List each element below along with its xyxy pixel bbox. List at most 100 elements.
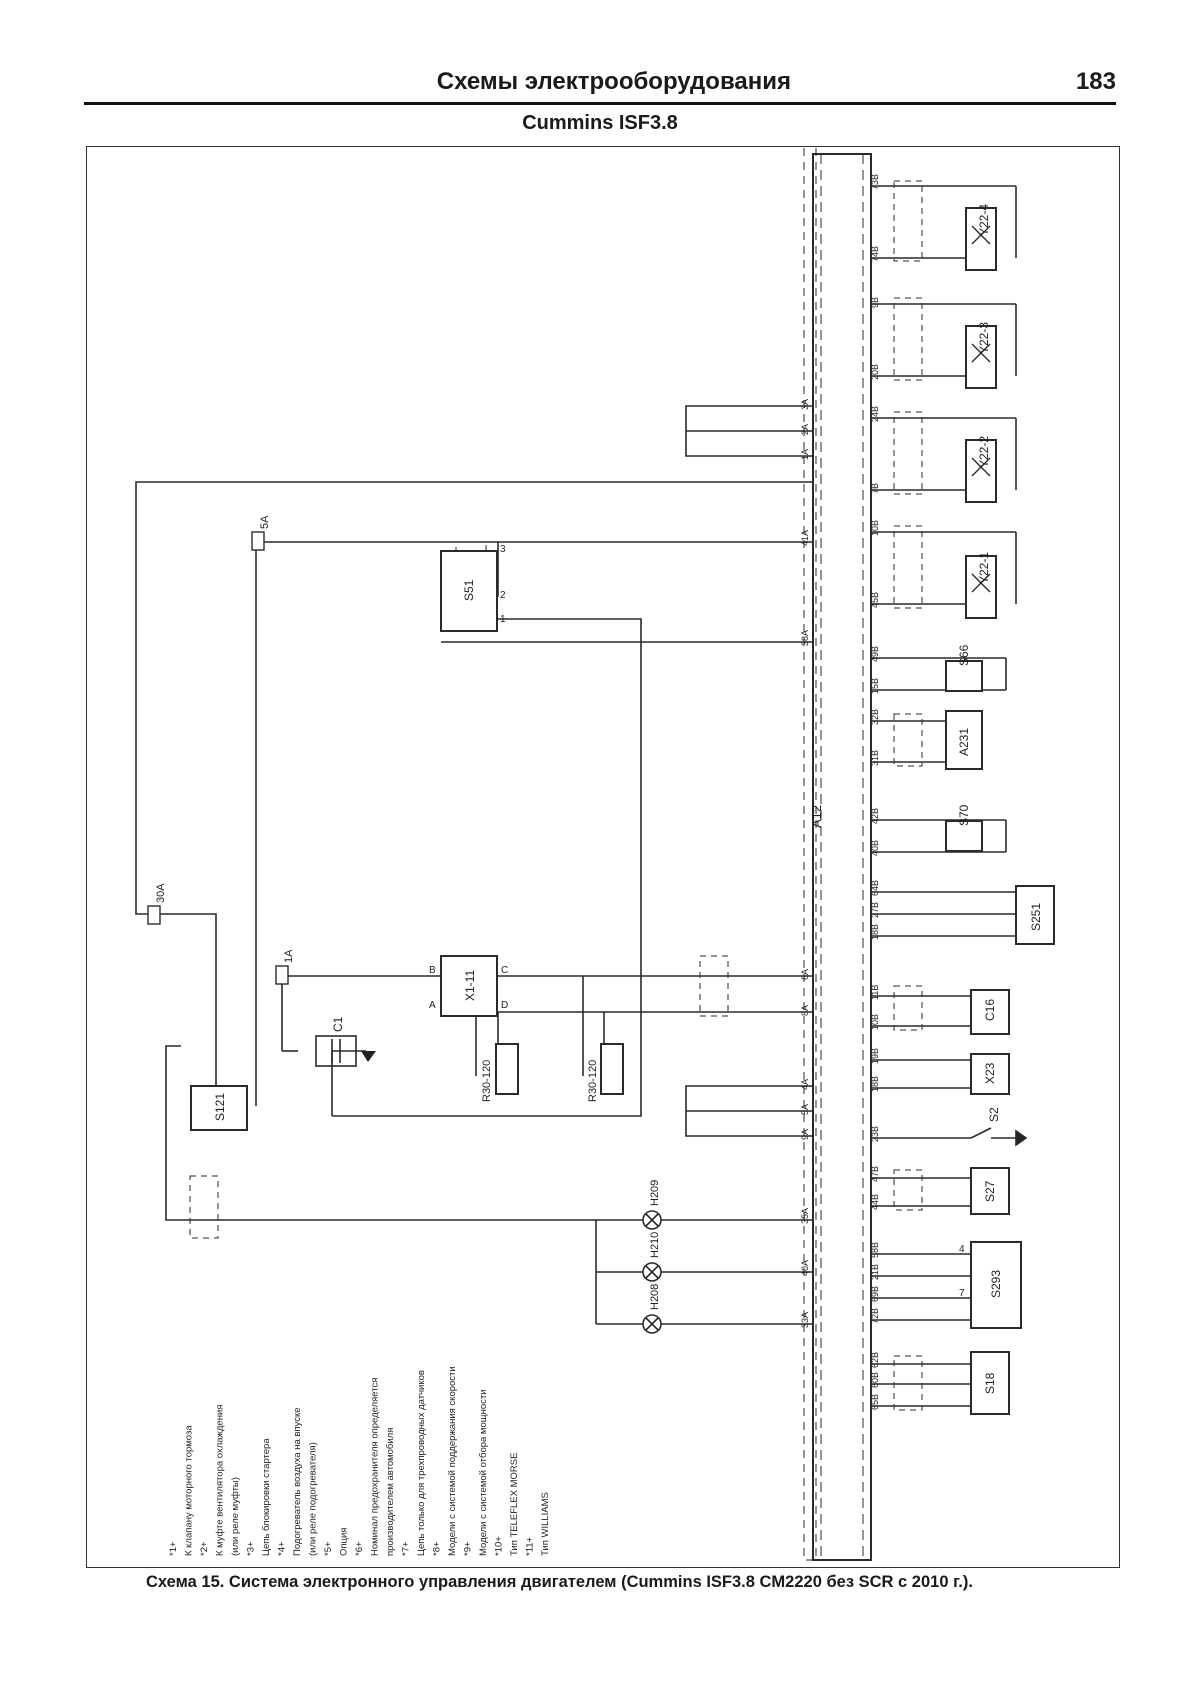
pin-40a: 40A — [800, 1260, 810, 1276]
pin-9a: 9A — [800, 1129, 810, 1140]
s18-switch — [970, 1351, 1010, 1415]
fuse-5a — [251, 531, 265, 551]
label-c16: C16 — [983, 999, 997, 1021]
y22-3-injector — [965, 325, 997, 389]
label-x23: X23 — [983, 1062, 997, 1084]
label-y22-3: Y22-3 — [977, 322, 991, 354]
pin-44b: 44B — [870, 1194, 880, 1210]
label-s66: S66 — [957, 644, 971, 666]
note-line: *4+ — [277, 1541, 288, 1556]
label-s2: S2 — [987, 1107, 1001, 1122]
pin-64b: 64B — [870, 880, 880, 896]
pin-9b: 9B — [870, 297, 880, 308]
note-line: *10+ — [494, 1536, 505, 1556]
capacitor-c1 — [315, 1035, 357, 1067]
pin-5a: 5A — [800, 1104, 810, 1115]
pin-33a: 33A — [800, 1312, 810, 1328]
pin-23b: 23B — [870, 1126, 880, 1142]
s51-terminal-3: 3 — [500, 544, 506, 555]
note-line: *7+ — [401, 1541, 412, 1556]
note-line: Опция — [339, 1528, 350, 1556]
ecu-a12-block — [812, 153, 872, 1561]
x1-11-terminal-c: C — [501, 965, 508, 976]
fuse-label-5a: 5A — [259, 515, 271, 529]
note-line: *11+ — [525, 1536, 536, 1556]
label-s18: S18 — [983, 1372, 997, 1394]
y22-1-injector — [965, 555, 997, 619]
s293-switch — [970, 1241, 1022, 1329]
pin-4a: 4A — [800, 1079, 810, 1090]
label-h208: H208 — [649, 1284, 661, 1310]
x1-11-terminal-b: B — [429, 965, 436, 976]
pin-8a: 8A — [800, 1005, 810, 1016]
ecu-label: A12 — [809, 805, 824, 828]
note-line: Тип WILLIAMS — [540, 1492, 551, 1556]
pin-6a: 6A — [800, 969, 810, 980]
s293-terminal-7: 7 — [959, 1288, 965, 1299]
note-line: *8+ — [432, 1541, 443, 1556]
pin-21b: 21B — [870, 1264, 880, 1280]
s293-terminal-4: 4 — [959, 1244, 965, 1255]
note-line: Цепь только для трехпроводных датчиков — [416, 1370, 427, 1556]
label-s27: S27 — [983, 1180, 997, 1202]
s51-terminal-2: 2 — [500, 590, 506, 601]
pin-31b: 31B — [870, 750, 880, 766]
pin-10b: 10B — [870, 520, 880, 536]
pin-35a: 35A — [800, 1208, 810, 1224]
label-r30-a: R30-120 — [481, 1060, 493, 1102]
pin-74b: 74B — [870, 246, 880, 262]
pin-1a: 1A — [800, 449, 810, 460]
note-line: (или реле муфты) — [230, 1477, 241, 1556]
pin-18b: 18B — [870, 924, 880, 940]
s51-switch — [440, 550, 498, 632]
pin-27b: 27B — [870, 902, 880, 918]
s27-switch — [970, 1167, 1010, 1215]
label-y22-1: Y22-1 — [977, 552, 991, 584]
x1-11-terminal-d: D — [501, 1000, 508, 1011]
pin-3a: 3A — [800, 399, 810, 410]
note-line: *1+ — [168, 1541, 179, 1556]
y22-2-injector — [965, 439, 997, 503]
page-number: 183 — [1075, 68, 1116, 95]
pin-60b: 60B — [870, 1372, 880, 1388]
label-s251: S251 — [1029, 903, 1043, 931]
a231-module — [945, 710, 983, 770]
pin-62b: 62B — [870, 1352, 880, 1368]
pin-45b: 45B — [870, 592, 880, 608]
pin-32b: 32B — [870, 709, 880, 725]
note-line: Тип TELEFLEX MORSE — [509, 1453, 520, 1556]
note-line: Цепь блокировки стартера — [261, 1438, 272, 1556]
figure-caption: Схема 15. Система электронного управлени… — [146, 1573, 973, 1591]
pin-42b: 42B — [870, 808, 880, 824]
note-line: Подогреватель воздуха на впуске — [292, 1407, 303, 1556]
note-line: *3+ — [246, 1541, 257, 1556]
diagram-subtitle: Cummins ISF3.8 — [522, 112, 678, 134]
note-line: Номинал предохранителя определяется — [370, 1378, 381, 1556]
pin-2a: 2A — [800, 424, 810, 435]
fuse-label-30a: 30A — [155, 883, 167, 903]
label-y22-2: Y22-2 — [977, 436, 991, 468]
pin-73b: 73B — [870, 174, 880, 190]
label-h210: H210 — [649, 1232, 661, 1258]
s121-switch — [190, 1085, 248, 1131]
pin-24b: 24B — [870, 406, 880, 422]
pin-41a: 41A — [800, 530, 810, 546]
section-title: Схемы электрооборудования — [436, 68, 791, 95]
s70-sensor — [945, 820, 983, 852]
note-line: Модели с системой поддержания скорости — [447, 1366, 458, 1556]
pin-10b-2: 10B — [870, 1014, 880, 1030]
label-x1-11: X1-11 — [463, 970, 477, 1001]
pin-11b: 11B — [870, 985, 880, 1000]
label-r30-b: R30-120 — [587, 1060, 599, 1102]
s51-terminal-1: 1 — [500, 614, 506, 625]
fuse-30a — [147, 905, 161, 925]
pin-38a: 38A — [800, 630, 810, 646]
note-line: Модели с системой отбора мощности — [478, 1389, 489, 1556]
label-s121: S121 — [213, 1093, 227, 1121]
s66-sensor — [945, 660, 983, 692]
page-header: Схемы электрооборудования 183 — [84, 62, 1116, 105]
note-line: К муфте вентилятора охлаждения — [215, 1405, 226, 1556]
label-s70: S70 — [957, 804, 971, 826]
pin-20b: 20B — [870, 364, 880, 380]
fuse-1a — [275, 965, 289, 985]
